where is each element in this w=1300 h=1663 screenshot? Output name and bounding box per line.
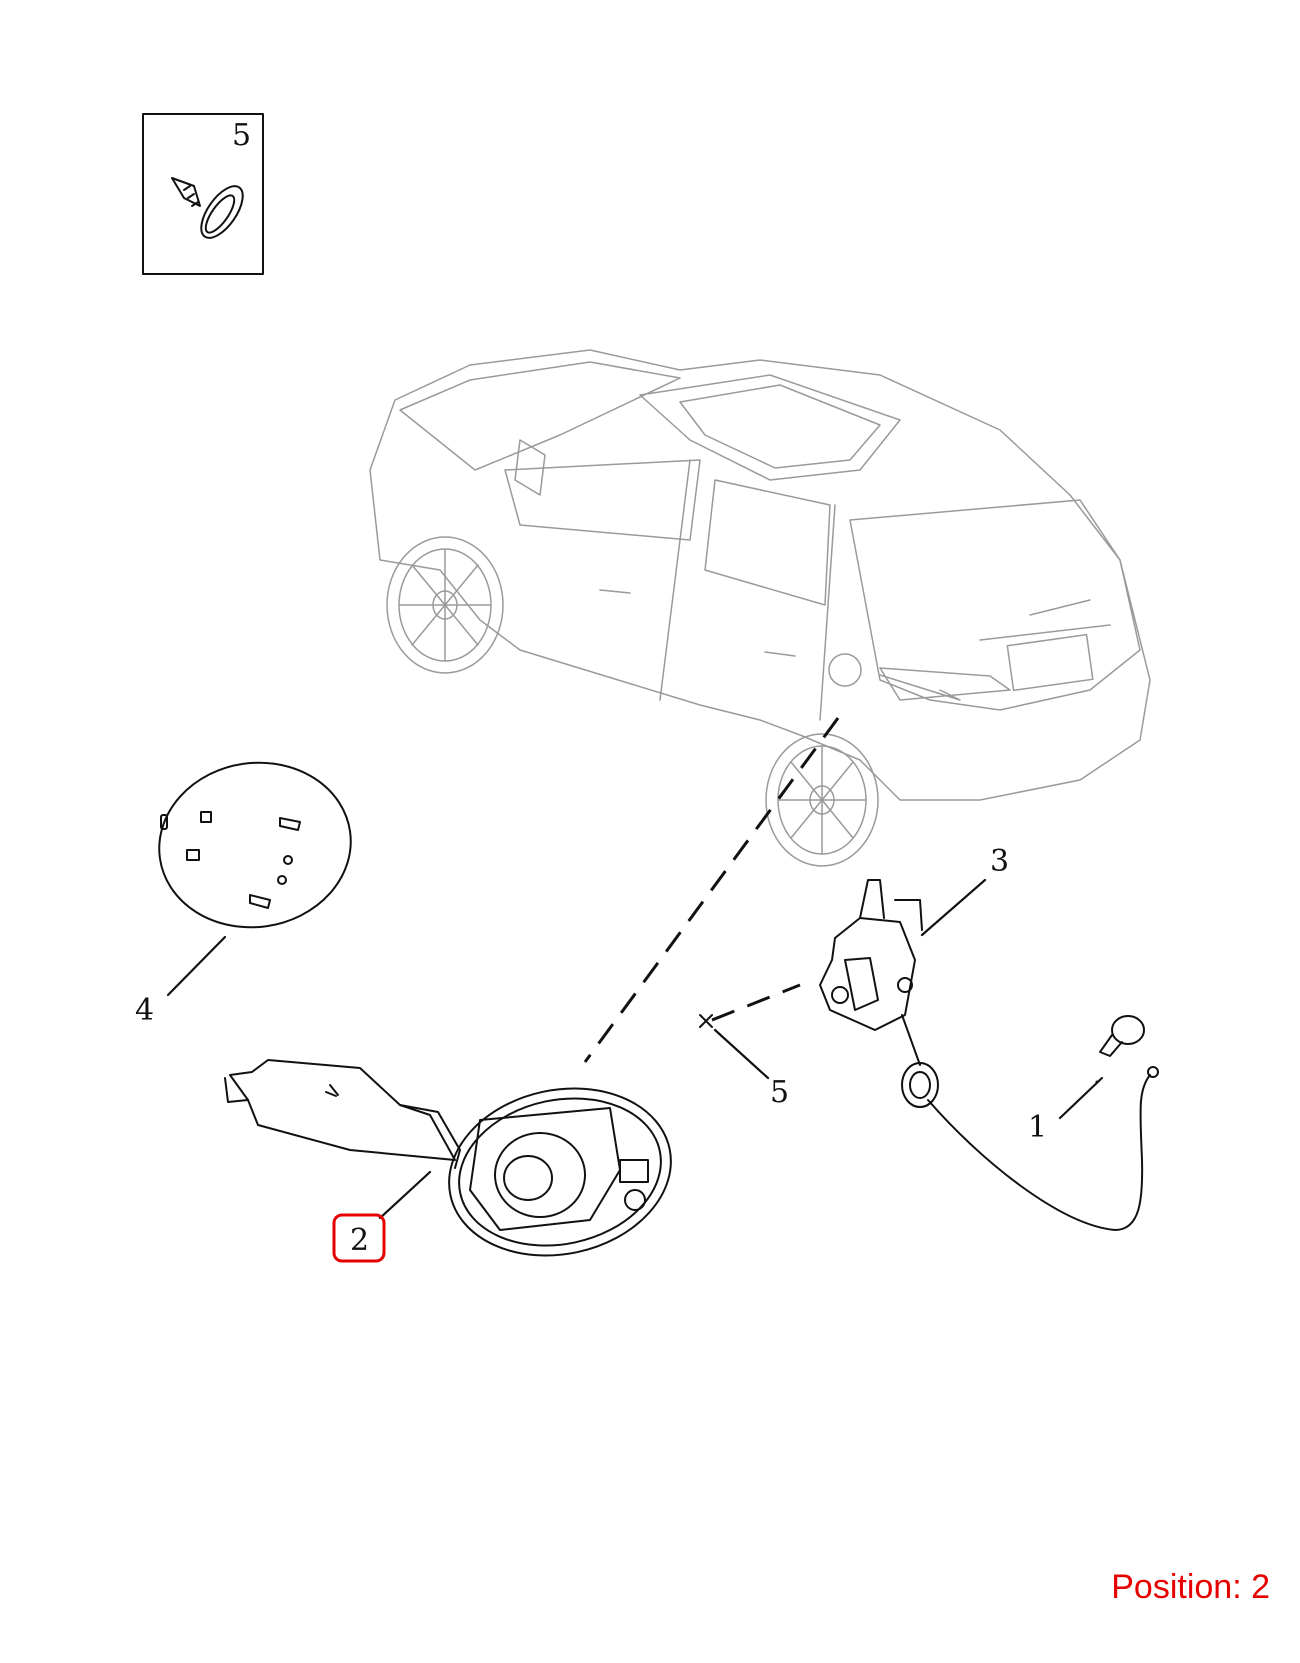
rear-wheel-icon xyxy=(765,733,879,867)
highlight-frame-2 xyxy=(332,1213,386,1263)
callout-5: 5 xyxy=(770,1075,789,1110)
vehicle-outline xyxy=(369,349,1151,867)
dash-to-actuator xyxy=(711,983,801,1022)
leader-2 xyxy=(378,1170,432,1220)
leader-1 xyxy=(1058,1076,1104,1120)
callout-2: 2 xyxy=(350,1223,369,1258)
clip-fastener-icon xyxy=(171,177,244,239)
part-3-actuator xyxy=(819,879,939,1108)
callout-3: 3 xyxy=(990,844,1009,879)
position-label: Position: 2 xyxy=(1111,1568,1270,1606)
assembly-line xyxy=(583,717,840,1063)
callout-4: 4 xyxy=(135,993,154,1028)
part-5-marker xyxy=(699,1014,713,1028)
leader-3 xyxy=(920,878,987,937)
part-4-seal xyxy=(158,761,352,929)
leader-5 xyxy=(713,1028,770,1080)
fastener-inset: 5 xyxy=(142,113,264,275)
inset-callout-5: 5 xyxy=(232,118,251,153)
front-wheel-icon xyxy=(386,536,504,674)
part-2-fuel-door xyxy=(224,1059,672,1257)
leader-4 xyxy=(166,935,227,997)
callout-1: 1 xyxy=(1028,1110,1047,1145)
